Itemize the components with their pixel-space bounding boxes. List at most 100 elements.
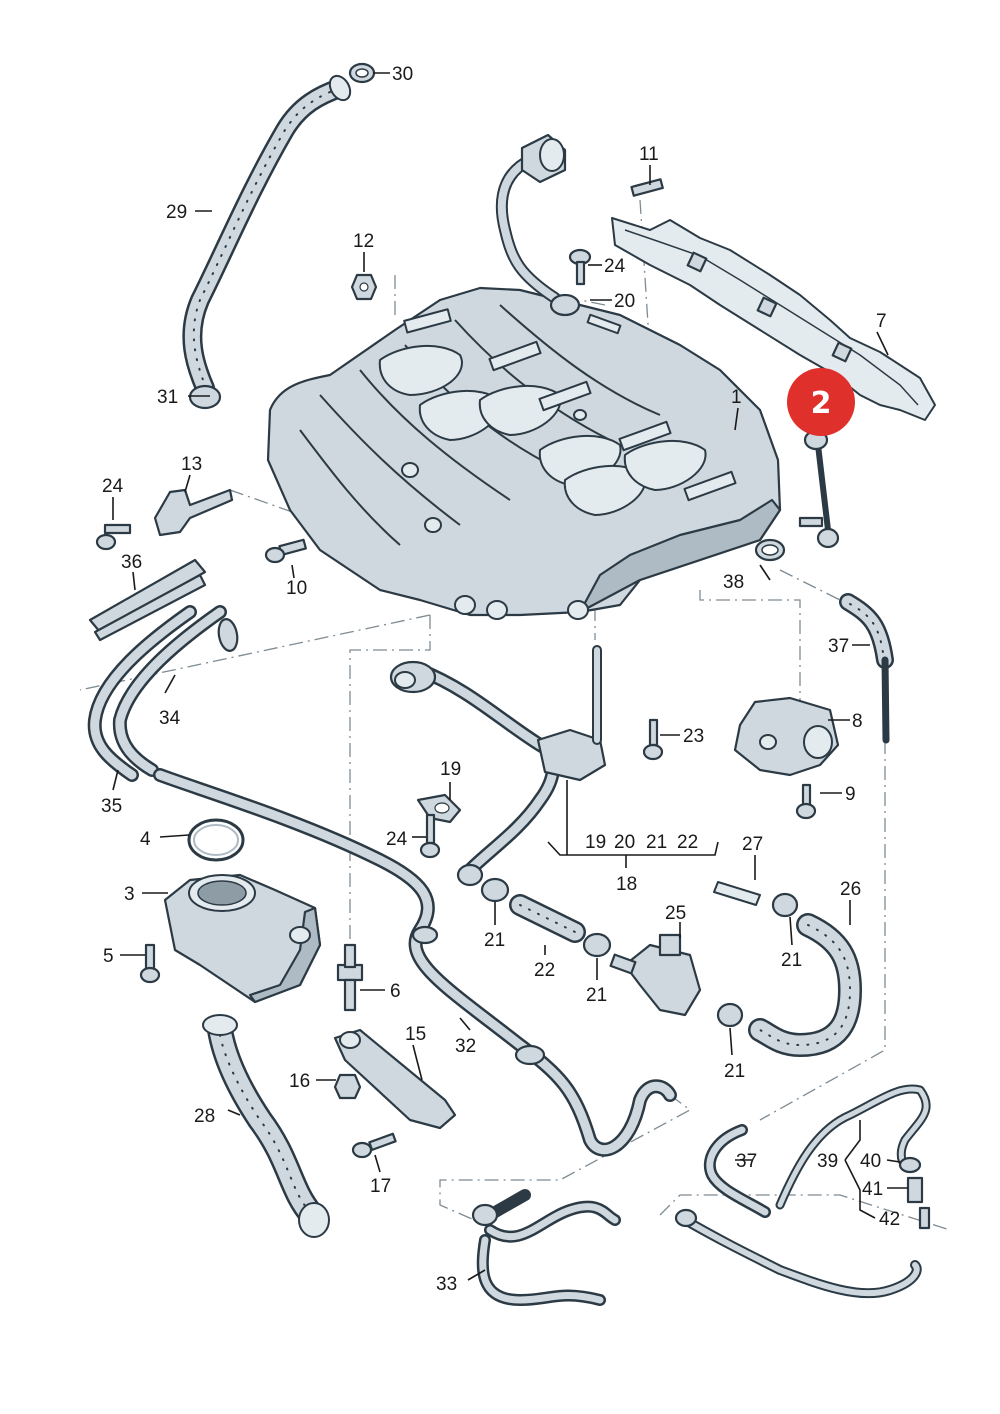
callout-41: 41 xyxy=(862,1179,883,1200)
clamp-30 xyxy=(348,62,376,84)
callout-31: 31 xyxy=(157,387,178,408)
callout-33: 33 xyxy=(436,1274,457,1295)
callout-18: 18 xyxy=(616,874,637,895)
callout-20-group: 20 xyxy=(614,832,635,853)
callout-25: 25 xyxy=(665,903,686,924)
callout-37-right: 37 xyxy=(828,636,849,657)
hose-41 xyxy=(906,1176,924,1204)
nut-16 xyxy=(333,1073,362,1100)
callout-4: 4 xyxy=(140,829,151,850)
callout-20-top: 20 xyxy=(614,291,635,312)
leader-lines xyxy=(112,72,908,1281)
callout-35: 35 xyxy=(101,796,122,817)
bolt-9 xyxy=(795,783,817,820)
callout-19-group: 19 xyxy=(585,832,606,853)
callout-34: 34 xyxy=(159,708,181,729)
callout-9: 9 xyxy=(845,784,856,805)
bolt-23 xyxy=(642,718,664,761)
callout-21-group: 21 xyxy=(646,832,667,853)
callout-40: 40 xyxy=(860,1151,881,1172)
bracket-15 xyxy=(333,1028,457,1130)
hose-22 xyxy=(509,894,586,943)
bracket-36 xyxy=(88,558,207,642)
callout-24-top: 24 xyxy=(604,256,626,277)
callout-29: 29 xyxy=(166,202,187,223)
stud-6 xyxy=(336,943,364,1012)
callout-38: 38 xyxy=(723,572,744,593)
callout-1: 1 xyxy=(731,387,742,408)
clamp-40 xyxy=(898,1156,922,1174)
callout-37-bottom: 37 xyxy=(736,1151,757,1172)
hose-26 xyxy=(748,913,862,1057)
clamp-38 xyxy=(754,538,786,562)
pcv-hose-top xyxy=(495,133,622,335)
throttle-body-3 xyxy=(163,873,322,1004)
callout-5: 5 xyxy=(103,946,114,967)
callout-19-single: 19 xyxy=(440,759,461,780)
clamp-21-d xyxy=(771,892,799,918)
callout-21-clamp-c: 21 xyxy=(724,1061,745,1082)
highlight-badge-circle xyxy=(787,368,855,436)
valve-25 xyxy=(609,933,702,1017)
nut-12 xyxy=(350,273,378,301)
callout-23: 23 xyxy=(683,726,704,747)
gasket-7 xyxy=(611,217,936,421)
pipe-39 xyxy=(775,1084,931,1210)
callout-24-left: 24 xyxy=(102,476,124,497)
cap-42 xyxy=(918,1206,931,1230)
bolt-10 xyxy=(264,538,307,564)
breather-hose-29 xyxy=(182,74,352,398)
callout-26: 26 xyxy=(840,879,861,900)
clip-19 xyxy=(416,793,462,824)
bolt-5 xyxy=(139,943,161,984)
clamp-21-c xyxy=(716,1002,744,1028)
bolt-24-left xyxy=(95,523,132,551)
intake-manifold-1 xyxy=(266,286,782,620)
callout-22: 22 xyxy=(534,960,555,981)
callout-12: 12 xyxy=(353,231,374,252)
valve-8 xyxy=(733,696,840,777)
hose-37-right xyxy=(839,593,894,744)
callout-3: 3 xyxy=(124,884,135,905)
hose-37-bottom xyxy=(703,1124,771,1218)
link-rod-2 xyxy=(798,429,840,549)
hose-28 xyxy=(202,1014,330,1238)
callout-28: 28 xyxy=(194,1106,215,1127)
callout-22-group: 22 xyxy=(677,832,698,853)
bolt-17 xyxy=(351,1132,397,1159)
callout-21-clamp-b: 21 xyxy=(586,985,607,1006)
callout-27: 27 xyxy=(742,834,763,855)
callout-6: 6 xyxy=(390,981,401,1002)
sensor-hose-bottom xyxy=(674,1208,922,1299)
clamp-21-b xyxy=(582,932,612,958)
pcv-hose-assembly-18 xyxy=(389,645,607,887)
callout-21-clamp-d: 21 xyxy=(781,950,802,971)
callout-13: 13 xyxy=(181,454,202,475)
callout-10: 10 xyxy=(286,578,307,599)
callout-39: 39 xyxy=(817,1151,838,1172)
callout-17: 17 xyxy=(370,1176,391,1197)
callout-32: 32 xyxy=(455,1036,476,1057)
callout-21-clamp-a: 21 xyxy=(484,930,505,951)
bolt-24-mid xyxy=(419,813,441,859)
callout-42: 42 xyxy=(879,1209,900,1230)
callout-11: 11 xyxy=(639,144,659,165)
callout-16: 16 xyxy=(289,1071,310,1092)
bolt-24-top xyxy=(568,248,592,286)
hose-34-35 xyxy=(87,605,239,782)
hose-assembly-33 xyxy=(471,1189,621,1306)
highlight-badge: 2 xyxy=(787,368,855,436)
callout-7: 7 xyxy=(876,311,887,332)
callout-30: 30 xyxy=(392,64,413,85)
callout-labels: 30 29 31 11 12 24 20 7 1 13 24 36 10 38 … xyxy=(101,64,900,1295)
highlight-badge-label: 2 xyxy=(811,386,832,421)
stud-11 xyxy=(630,178,664,197)
o-ring-4 xyxy=(187,818,245,862)
sensor-13 xyxy=(153,488,234,537)
callout-8: 8 xyxy=(852,711,863,732)
cap-31 xyxy=(188,384,222,410)
callout-15: 15 xyxy=(405,1024,426,1045)
hose-27 xyxy=(713,881,761,906)
clamp-21-a xyxy=(480,877,510,903)
